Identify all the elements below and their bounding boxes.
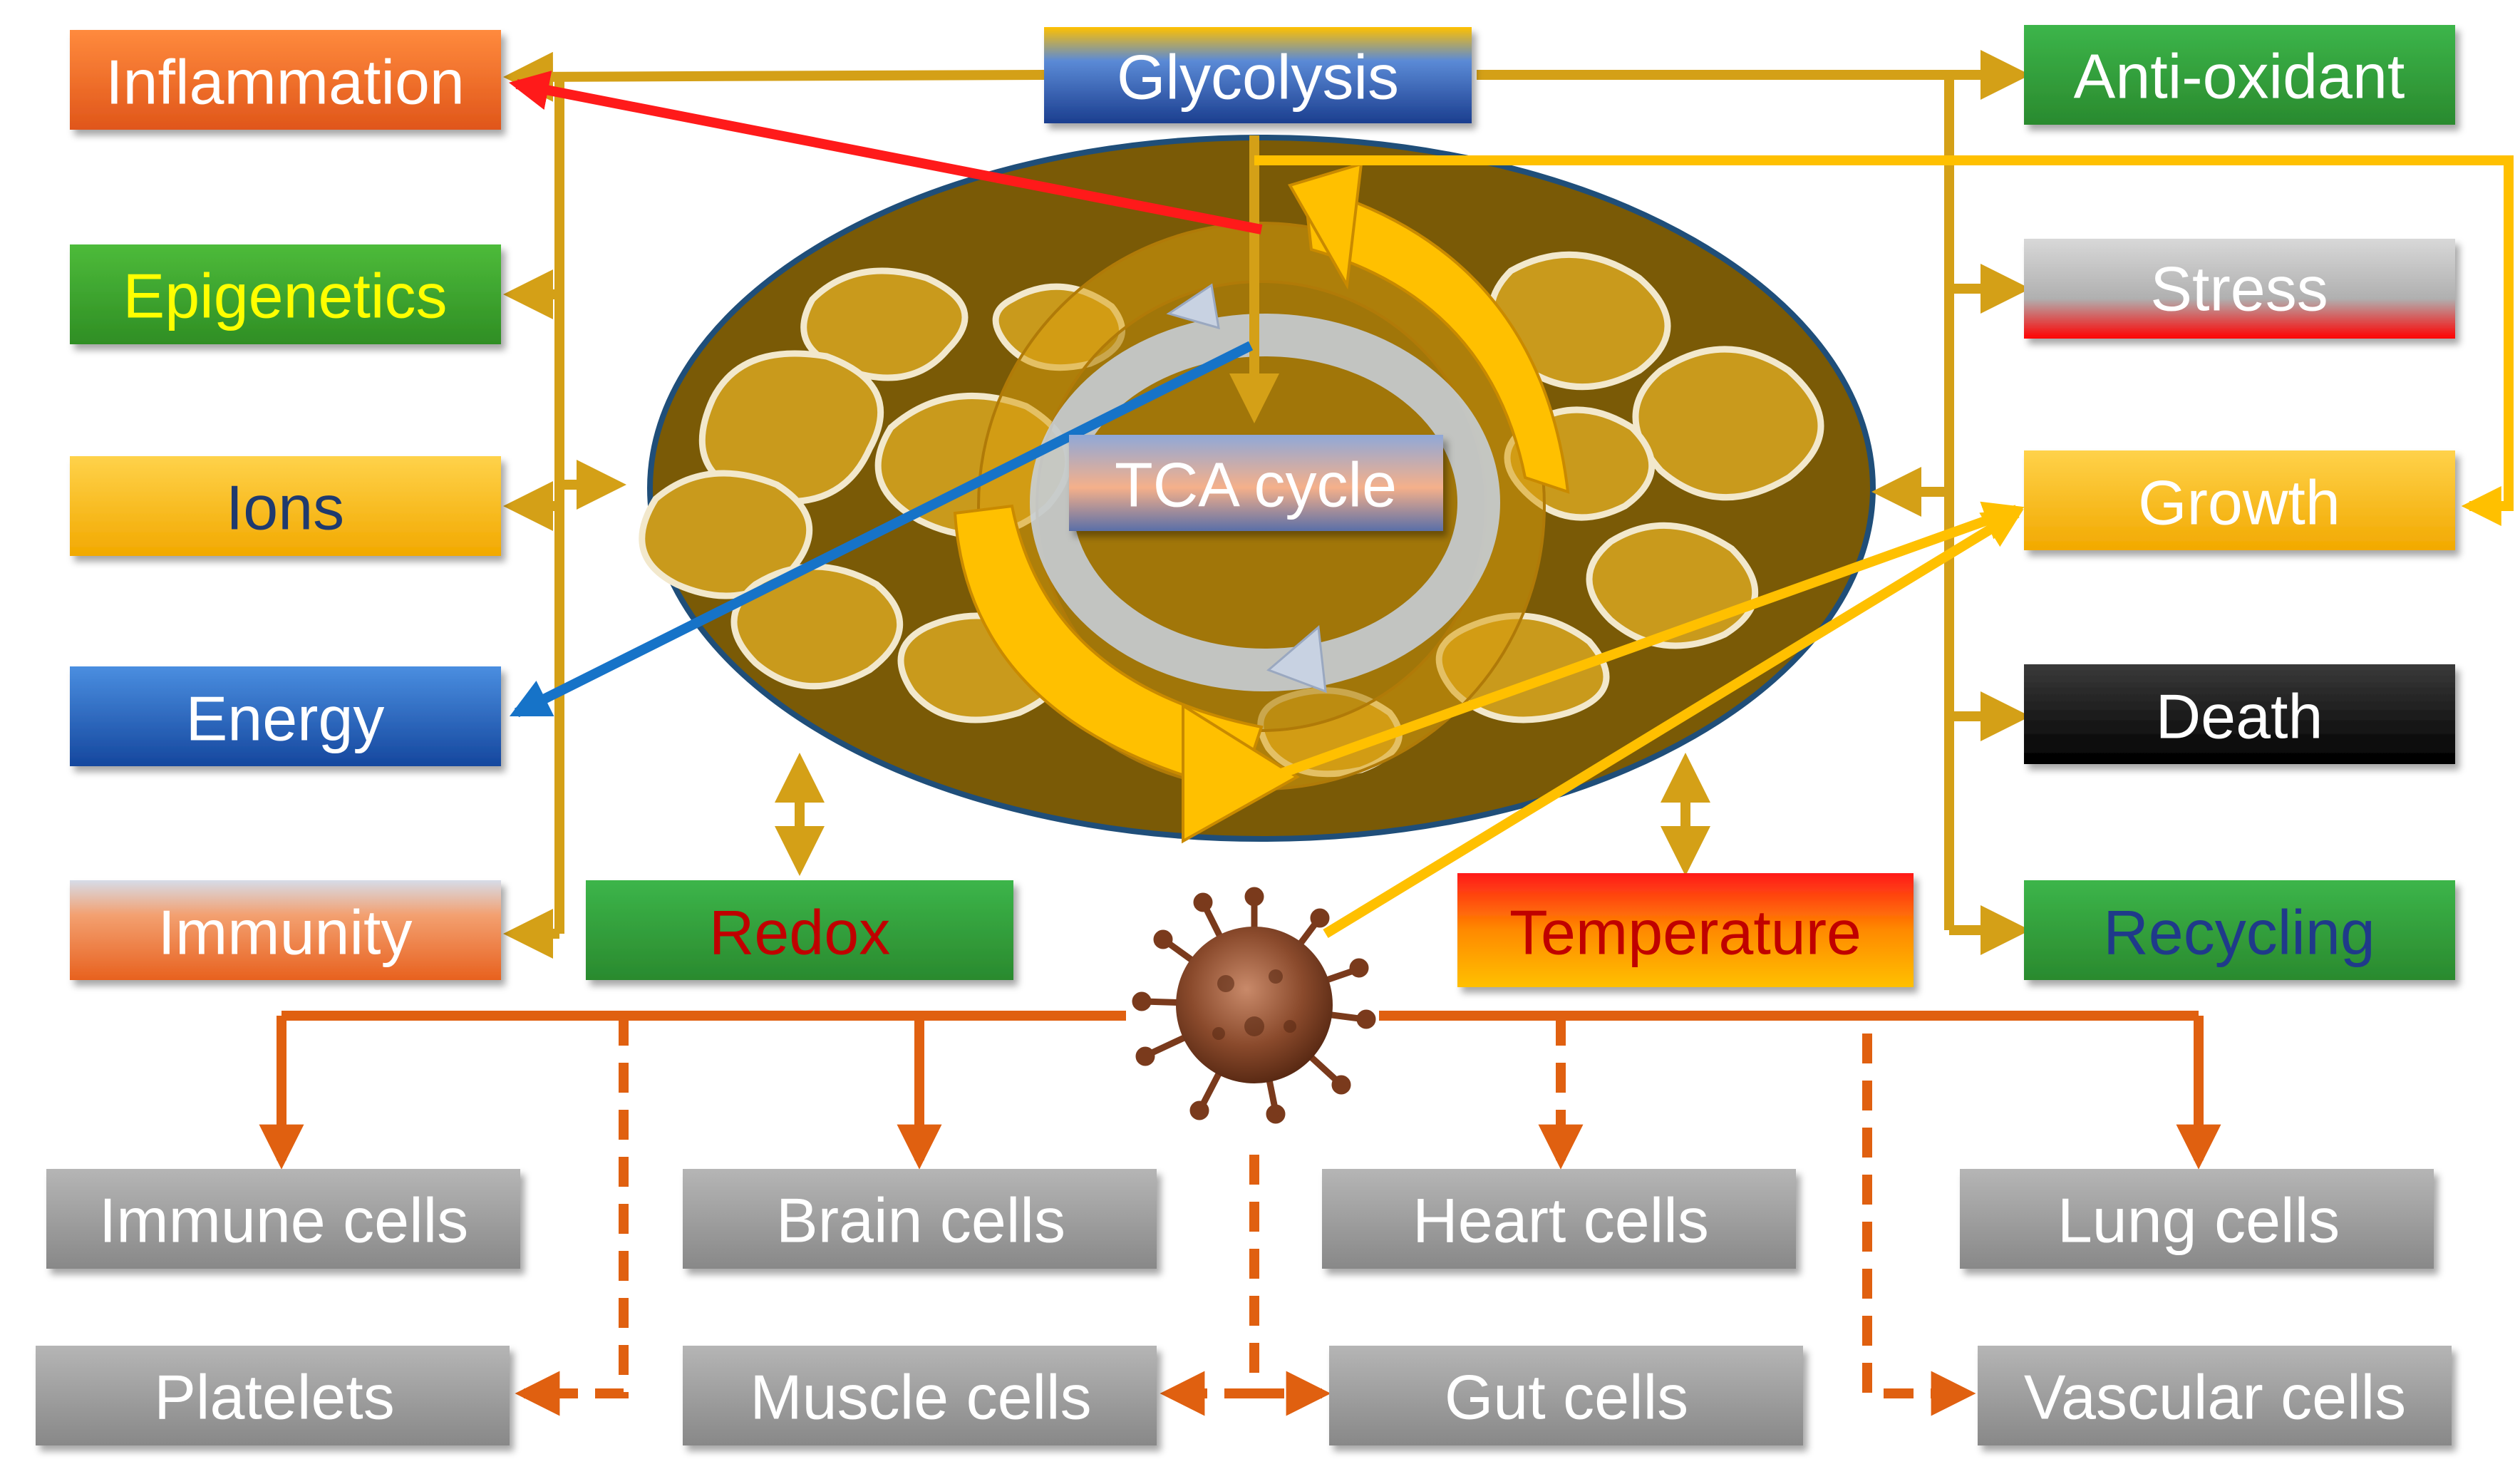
gold-connectors bbox=[503, 50, 2030, 959]
lung-cells-label: Lung cells bbox=[2057, 1185, 2340, 1256]
recycling-box bbox=[2024, 880, 2455, 980]
inflammation-label: Inflammation bbox=[105, 47, 465, 118]
recycling-label: Recycling bbox=[2103, 897, 2375, 968]
immune-cells-box bbox=[46, 1169, 520, 1269]
stress-box bbox=[2024, 239, 2455, 339]
death-label: Death bbox=[2156, 681, 2323, 752]
brain-cells-label: Brain cells bbox=[776, 1185, 1065, 1256]
heart-cells-box bbox=[1322, 1169, 1796, 1269]
epigenetics-label: Epigenetics bbox=[123, 261, 448, 331]
muscle-cells-label: Muscle cells bbox=[750, 1362, 1091, 1433]
yellow-connectors bbox=[1254, 155, 2514, 938]
muscle-cells-box bbox=[683, 1346, 1157, 1445]
cell-connectors-dashed bbox=[515, 1016, 1976, 1416]
platelets-label: Platelets bbox=[154, 1362, 395, 1433]
red-arrow bbox=[509, 71, 1263, 234]
temperature-box bbox=[1457, 873, 1914, 987]
platelets-box bbox=[36, 1346, 510, 1445]
lung-cells-box bbox=[1960, 1169, 2434, 1269]
glycolysis-label: Glycolysis bbox=[1117, 42, 1399, 113]
epigenetics-box bbox=[70, 244, 501, 344]
redox-label: Redox bbox=[709, 897, 890, 968]
immunity-label: Immunity bbox=[158, 897, 413, 968]
virus-icon bbox=[1132, 887, 1376, 1124]
death-box bbox=[2024, 664, 2455, 764]
ions-label: Ions bbox=[226, 473, 344, 543]
tca-cycle-label: TCA cycle bbox=[1115, 450, 1397, 520]
heart-cells-label: Heart cells bbox=[1413, 1185, 1709, 1256]
glycolysis-box bbox=[1044, 27, 1472, 123]
temperature-label: Temperature bbox=[1509, 897, 1861, 968]
energy-box bbox=[70, 666, 501, 766]
stress-label: Stress bbox=[2150, 254, 2328, 324]
gut-cells-box bbox=[1329, 1346, 1803, 1445]
cell-connectors bbox=[259, 1011, 2221, 1170]
redox-box bbox=[586, 880, 1013, 980]
energy-label: Energy bbox=[186, 684, 385, 754]
blue-arrow bbox=[509, 341, 1254, 718]
gut-cells-label: Gut cells bbox=[1445, 1362, 1688, 1433]
antioxidant-label: Anti-oxidant bbox=[2074, 41, 2405, 112]
growth-box bbox=[2024, 450, 2455, 550]
vascular-cells-label: Vascular cells bbox=[2024, 1362, 2406, 1433]
growth-label: Growth bbox=[2138, 468, 2340, 538]
tca-cycle-box bbox=[1069, 435, 1443, 531]
immunity-box bbox=[70, 880, 501, 980]
brain-cells-box bbox=[683, 1169, 1157, 1269]
antioxidant-box bbox=[2024, 25, 2455, 125]
immune-cells-label: Immune cells bbox=[99, 1185, 468, 1256]
ions-box bbox=[70, 456, 501, 556]
inflammation-box bbox=[70, 30, 501, 130]
vascular-cells-box bbox=[1978, 1346, 2452, 1445]
